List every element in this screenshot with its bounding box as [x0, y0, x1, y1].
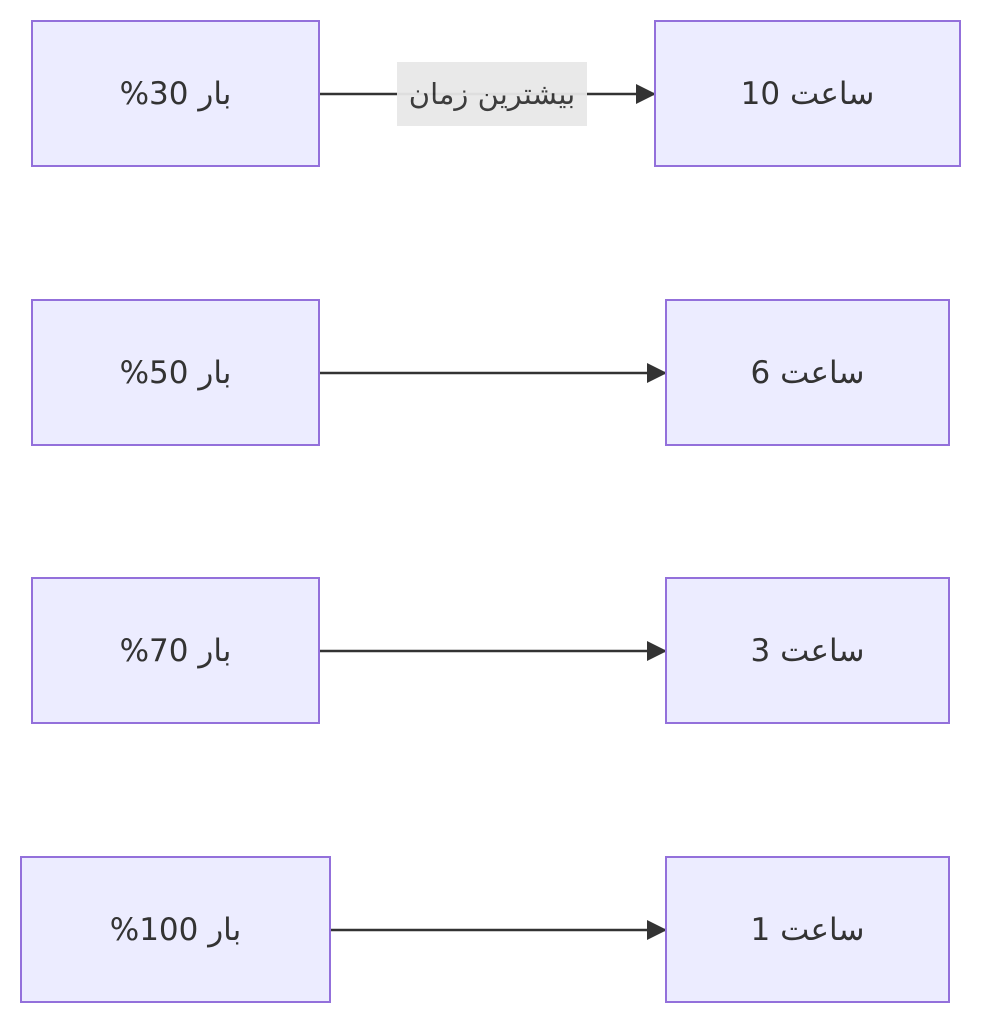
node-hours-3: ساعت 3 — [665, 577, 950, 724]
node-label: بار 50% — [119, 354, 232, 391]
node-label: بار 100% — [109, 911, 242, 948]
node-hours-6: ساعت 6 — [665, 299, 950, 446]
node-load-30: بار 30% — [31, 20, 320, 167]
node-label: ساعت 10 — [740, 75, 875, 112]
node-label: بار 30% — [119, 75, 232, 112]
node-hours-1: ساعت 1 — [665, 856, 950, 1003]
node-load-70: بار 70% — [31, 577, 320, 724]
node-label: بار 70% — [119, 632, 232, 669]
node-load-100: بار 100% — [20, 856, 331, 1003]
node-label: ساعت 3 — [750, 632, 865, 669]
node-hours-10: ساعت 10 — [654, 20, 961, 167]
node-label: ساعت 1 — [750, 911, 865, 948]
node-load-50: بار 50% — [31, 299, 320, 446]
node-label: ساعت 6 — [750, 354, 865, 391]
edge-label-max-time: بیشترین زمان — [397, 62, 587, 126]
